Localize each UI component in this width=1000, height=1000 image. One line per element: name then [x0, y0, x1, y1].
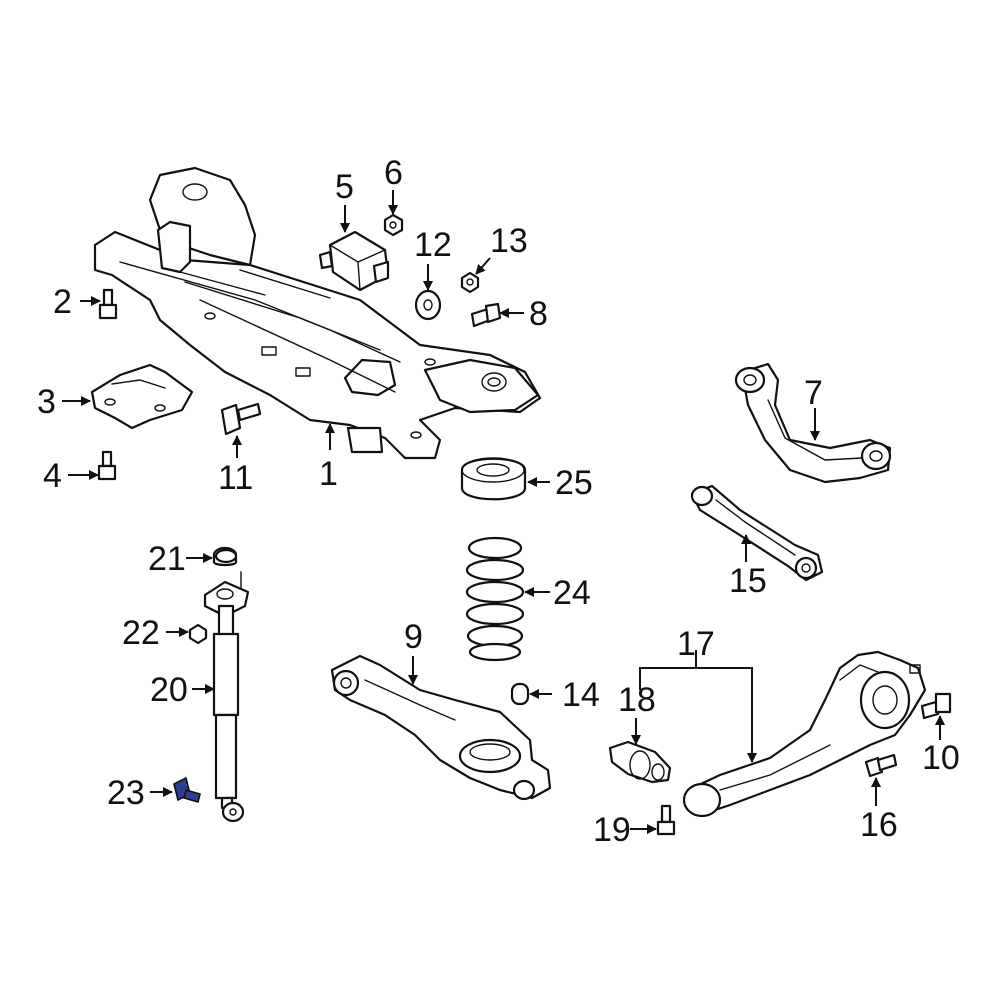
coil-spring-24 [465, 536, 525, 662]
bolt-19 [656, 804, 676, 836]
nut-13 [460, 271, 480, 294]
callout-19: 19 [593, 811, 631, 849]
callout-2: 2 [53, 283, 72, 321]
callout-25: 25 [555, 464, 593, 502]
callout-3: 3 [37, 383, 56, 421]
washer-12 [414, 289, 442, 321]
callout-4: 4 [43, 457, 62, 495]
bump-stop-14 [510, 682, 530, 706]
bracket-plate-3 [90, 363, 194, 430]
callout-12: 12 [414, 226, 452, 264]
callout-13: 13 [490, 222, 528, 260]
callout-9: 9 [404, 618, 423, 656]
callout-8: 8 [529, 295, 548, 333]
nut-6 [383, 213, 404, 237]
callout-22: 22 [122, 614, 160, 652]
callout-1: 1 [319, 455, 338, 493]
subframe-crossmember [93, 166, 542, 460]
callout-21: 21 [148, 540, 186, 578]
bolt-4 [97, 450, 117, 481]
bolt-11 [220, 402, 262, 436]
upper-control-arm-7 [734, 362, 892, 484]
bumper-21 [214, 548, 238, 564]
callout-18: 18 [618, 681, 656, 719]
callout-7: 7 [804, 374, 823, 412]
callout-17: 17 [677, 625, 715, 663]
lower-control-arm-9 [330, 654, 552, 801]
trailing-arm-17 [682, 650, 927, 818]
callout-15: 15 [729, 562, 767, 600]
spring-insulator-25 [460, 457, 527, 501]
callout-24: 24 [553, 574, 591, 612]
bushing-18 [608, 740, 672, 784]
bolt-10 [920, 692, 952, 720]
callout-6: 6 [384, 154, 403, 192]
control-module-5 [318, 230, 390, 292]
callout-20: 20 [150, 671, 188, 709]
bolt-16 [864, 753, 898, 778]
callout-labels: 1 2 3 4 5 6 7 8 9 10 11 12 13 14 15 16 1… [37, 154, 960, 849]
leader-lines [62, 190, 945, 834]
callout-16: 16 [860, 806, 898, 844]
callout-10: 10 [922, 739, 960, 777]
callout-5: 5 [335, 168, 354, 206]
shock-absorber-20 [203, 546, 250, 823]
callout-14: 14 [562, 676, 600, 714]
bolt-8 [470, 302, 502, 328]
bolt-23-highlighted[interactable] [173, 776, 201, 803]
lateral-link-15 [690, 484, 824, 582]
callout-23: 23 [107, 774, 145, 812]
callout-11: 11 [218, 459, 253, 497]
bolt-2 [98, 288, 118, 320]
nut-22 [188, 623, 208, 645]
